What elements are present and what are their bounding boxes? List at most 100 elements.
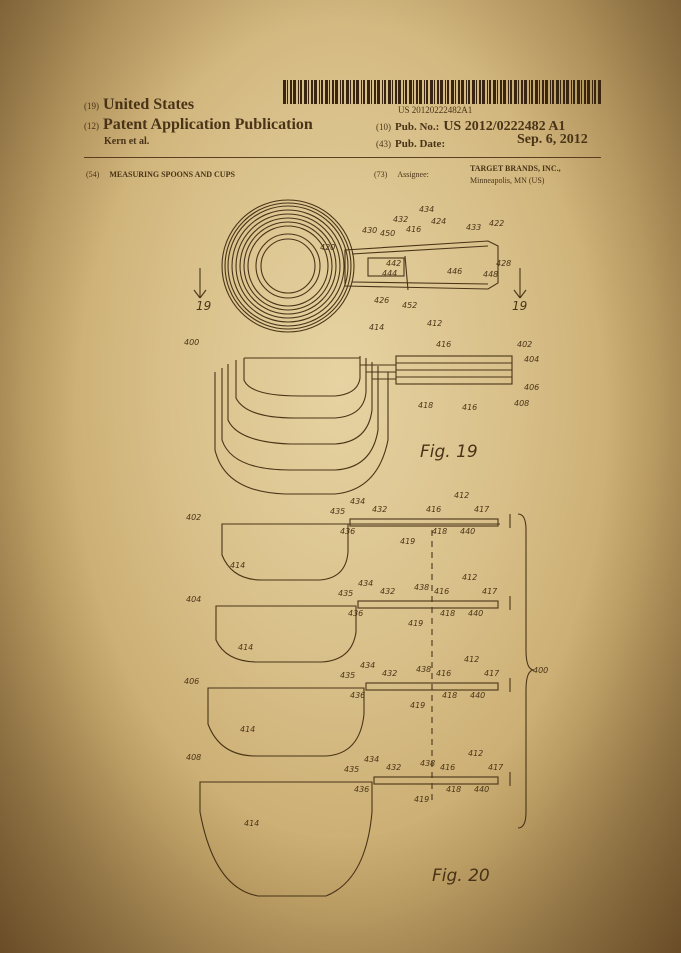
barcode-bar: [468, 80, 470, 104]
barcode-bar: [445, 80, 446, 104]
barcode-bar: [529, 80, 530, 104]
barcode-bar: [573, 80, 575, 104]
reference-numeral: 438: [420, 759, 435, 768]
barcode-bar: [556, 80, 559, 104]
section-marker-left: 19: [196, 299, 211, 313]
barcode-bar: [367, 80, 370, 104]
barcode-bar: [353, 80, 355, 104]
reference-numeral: 452: [402, 301, 417, 310]
reference-numeral: 426: [374, 296, 389, 305]
barcode-number: US 20120222482A1: [398, 105, 473, 115]
barcode-bar: [514, 80, 517, 104]
barcode-bar: [510, 80, 512, 104]
fig-19-label: Fig. 19: [420, 442, 478, 462]
barcode-bar: [356, 80, 359, 104]
barcode-bar: [571, 80, 572, 104]
reference-numeral: 408: [514, 399, 529, 408]
barcode-bar: [539, 80, 540, 104]
section-marker-right: 19: [512, 299, 527, 313]
barcode-bar: [503, 80, 506, 104]
barcode-bar: [563, 80, 565, 104]
reference-numeral: 406: [524, 383, 539, 392]
reference-numeral: 432: [372, 505, 387, 514]
barcode-bar: [398, 80, 401, 104]
reference-numeral: 417: [484, 669, 500, 678]
barcode-bar: [451, 80, 454, 104]
cup-label: 408: [186, 753, 201, 762]
ref-400-top: 400: [184, 338, 199, 347]
barcode-bar: [487, 80, 488, 104]
reference-numeral: 418: [432, 527, 447, 536]
reference-numeral: 402: [517, 340, 532, 349]
barcode-bar: [587, 80, 590, 104]
assignee-field: (73) Assignee:: [374, 164, 429, 182]
country-code: (19): [84, 101, 99, 111]
reference-numeral: 430: [362, 226, 377, 235]
pub-no-line: (10) Pub. No.: US 2012/0222482 A1: [376, 117, 565, 135]
barcode-bar: [293, 80, 296, 104]
reference-numeral: 444: [382, 269, 397, 278]
country-line: (19) United States: [84, 96, 194, 114]
barcode-bar: [335, 80, 338, 104]
barcode-bar: [497, 80, 498, 104]
inventor-name: Kern et al.: [104, 136, 150, 147]
reference-numeral: 412: [468, 749, 483, 758]
reference-numeral: 404: [524, 355, 539, 364]
barcode-bar: [346, 80, 349, 104]
cup-label: 404: [186, 595, 201, 604]
barcode-bar: [560, 80, 561, 104]
barcode-bar: [461, 80, 464, 104]
reference-numeral: 446: [447, 267, 462, 276]
barcode-bar: [350, 80, 351, 104]
barcode-bar: [361, 80, 362, 104]
pub-date: Sep. 6, 2012: [517, 132, 588, 147]
barcode-bar: [479, 80, 481, 104]
reference-numeral: 440: [460, 527, 475, 536]
reference-numeral: 418: [446, 785, 461, 794]
barcode-bar: [455, 80, 456, 104]
reference-numeral: 434: [360, 661, 375, 670]
barcode-bar: [311, 80, 313, 104]
pub-no-code: (10): [376, 122, 391, 132]
barcode-bar: [371, 80, 372, 104]
assignee-label: Assignee:: [397, 170, 429, 179]
publication-type-line: (12) Patent Application Publication: [84, 116, 313, 134]
cup-406-drawing: [207, 678, 511, 757]
reference-numeral: 416: [426, 505, 441, 514]
nested-cups-side-view: [214, 355, 513, 495]
reference-numeral: 414: [238, 643, 253, 652]
reference-numeral: 414: [230, 561, 245, 570]
barcode-bar: [489, 80, 491, 104]
barcode-bar: [584, 80, 586, 104]
barcode-bar: [283, 80, 286, 104]
reference-numeral: 436: [350, 691, 365, 700]
pub-no-label: Pub. No.:: [395, 121, 440, 133]
cup-label: 402: [186, 513, 201, 522]
reference-numeral: 450: [380, 229, 395, 238]
barcode-bar: [319, 80, 320, 104]
barcode-bar: [300, 80, 302, 104]
barcode-bar: [329, 80, 330, 104]
reference-numeral: 440: [468, 609, 483, 618]
barcode-bar: [405, 80, 407, 104]
barcode-bar: [552, 80, 554, 104]
barcode-bar: [363, 80, 365, 104]
barcode-bar: [395, 80, 397, 104]
reference-numeral: 435: [340, 671, 355, 680]
barcode-bar: [542, 80, 544, 104]
reference-numeral: 436: [354, 785, 369, 794]
reference-numeral: 432: [380, 587, 395, 596]
barcode-bar: [472, 80, 475, 104]
reference-numeral: 418: [440, 609, 455, 618]
reference-numeral: 417: [488, 763, 504, 772]
barcode-bar: [325, 80, 328, 104]
reference-numeral: 432: [386, 763, 401, 772]
reference-numeral: 424: [431, 217, 446, 226]
barcode-bar: [403, 80, 404, 104]
barcode-bar: [476, 80, 477, 104]
reference-numeral: 412: [454, 491, 469, 500]
reference-numeral: 428: [496, 259, 511, 268]
reference-numeral: 416: [462, 403, 477, 412]
barcode-bar: [308, 80, 309, 104]
